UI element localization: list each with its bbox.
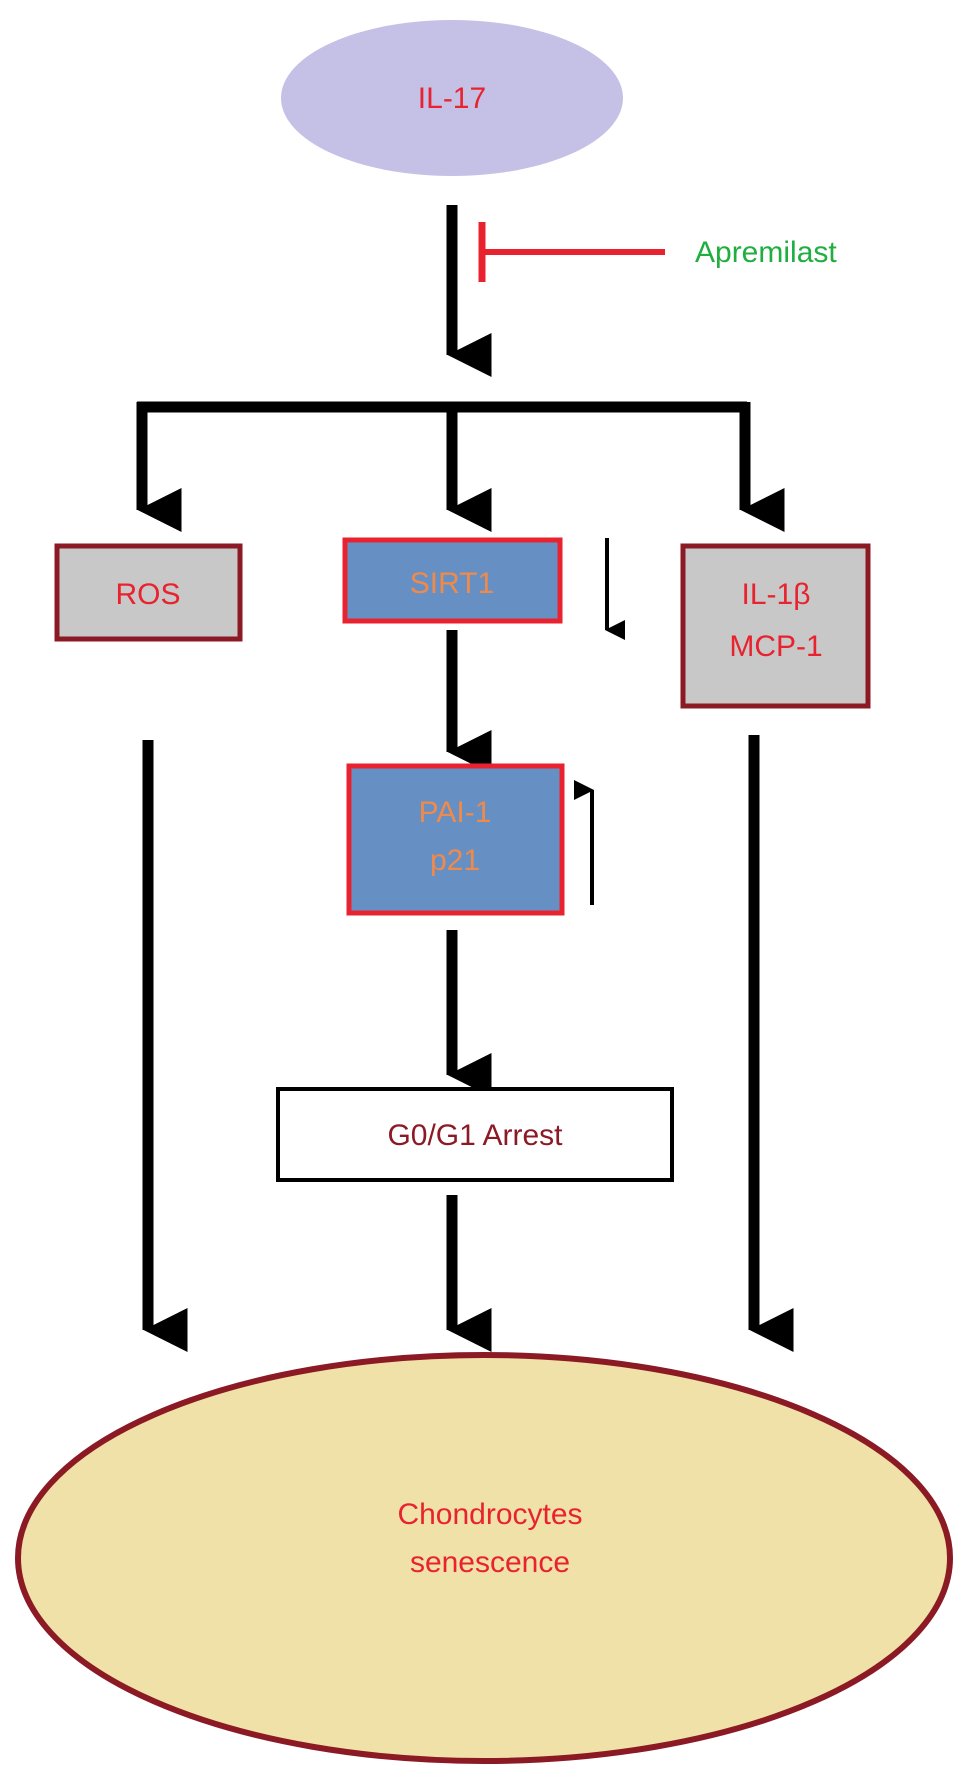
pai1-label: PAI-1	[419, 796, 492, 829]
senescence-label-line2: senescence	[410, 1546, 570, 1579]
sirt1-label: SIRT1	[410, 567, 494, 600]
pai1-p21-node: PAI-1 p21	[346, 763, 565, 916]
il1b-mcp1-node: IL-1β MCP-1	[680, 543, 871, 709]
arrest-node: G0/G1 Arrest	[276, 1087, 674, 1182]
il17-node: IL-17	[281, 20, 623, 176]
il1b-label: IL-1β	[742, 578, 811, 611]
apremilast-label: Apremilast	[695, 236, 837, 269]
il17-label: IL-17	[418, 82, 486, 115]
p21-label: p21	[430, 844, 480, 877]
apremilast-inhibition: Apremilast	[478, 222, 837, 282]
arrest-label: G0/G1 Arrest	[387, 1119, 563, 1152]
ros-label: ROS	[115, 578, 180, 611]
senescence-label-line1: Chondrocytes	[397, 1498, 582, 1531]
sirt1-node: SIRT1	[342, 537, 563, 624]
senescence-node: Chondrocytes senescence	[15, 1352, 953, 1764]
ros-node: ROS	[54, 543, 243, 642]
mcp1-label: MCP-1	[729, 630, 822, 663]
